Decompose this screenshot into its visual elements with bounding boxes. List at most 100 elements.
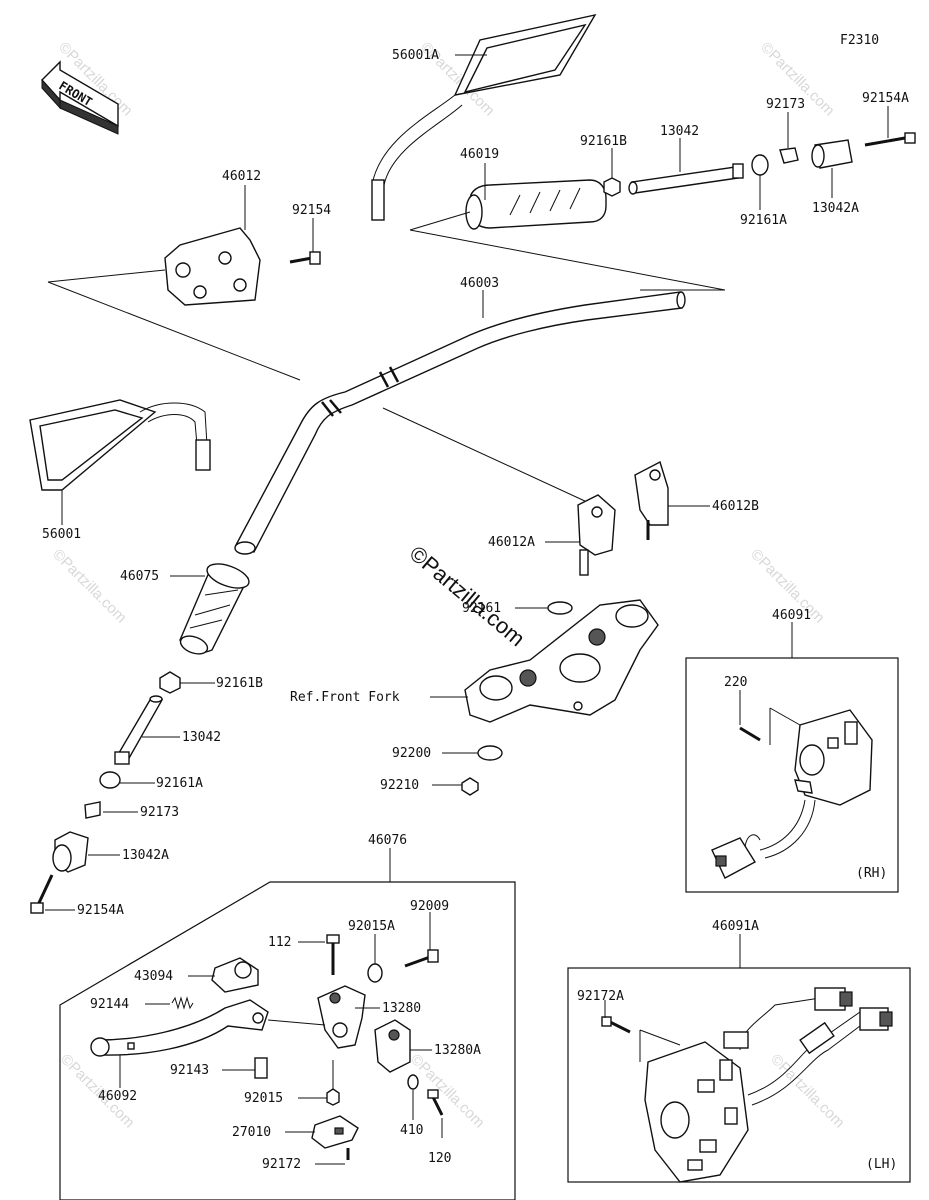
washer-410 [407,1074,419,1090]
clip-92173-top [779,147,799,164]
label-13042A-top: 13042A [812,201,859,216]
label-46012A: 46012A [488,535,535,550]
label-56001: 56001 [42,527,81,542]
label-46019: 46019 [460,147,499,162]
holder-13280 [317,985,366,1049]
handlebar [234,291,686,555]
label-92015: 92015 [244,1091,283,1106]
nut-92161B [159,671,181,694]
rh-switch-housing [794,709,873,806]
watermark-tile: ©Partzilla.com [49,546,130,627]
watermark-tile: ©Partzilla.com [407,1051,488,1132]
label-lh: (LH) [866,1157,897,1172]
label-92161A-top: 92161A [740,213,787,228]
mirror-left [29,399,211,491]
lh-connector-b [859,1007,893,1031]
damper-92161A-top [751,154,769,176]
screw-120 [427,1089,444,1116]
bar-end-weight-top [811,139,853,169]
label-46091A: 46091A [712,919,759,934]
label-46076: 46076 [368,833,407,848]
label-92161B-top: 92161B [580,134,627,149]
nut-92161B-top [603,177,621,197]
clamp-13280A [374,1019,411,1073]
holder-46012B [634,460,669,540]
label-27010: 27010 [232,1125,271,1140]
bar-end-weight-left [52,831,89,873]
clutch-lever [90,999,326,1057]
label-92161: 92161 [462,601,501,616]
holder-46012A [577,494,616,576]
label-92143: 92143 [170,1063,209,1078]
collar-92143 [254,1057,268,1079]
label-92173: 92173 [140,805,179,820]
label-13042-top: 13042 [660,124,699,139]
label-13042: 13042 [182,730,221,745]
label-92154A: 92154A [77,903,124,918]
bolt-112 [326,934,340,975]
label-92210: 92210 [380,778,419,793]
label-92200: 92200 [392,746,431,761]
label-92144: 92144 [90,997,129,1012]
weight-shaft-top [628,163,744,195]
label-46091: 46091 [772,608,811,623]
label-92015A: 92015A [348,919,395,934]
label-92173-top: 92173 [766,97,805,112]
clutch-switch-27010 [311,1115,359,1149]
label-46075: 46075 [120,569,159,584]
lh-switch-box [567,967,911,1183]
label-13042A: 13042A [122,848,169,863]
label-46012B: 46012B [712,499,759,514]
upper-triple-clamp [464,599,659,723]
label-92172: 92172 [262,1157,301,1172]
label-92009: 92009 [410,899,449,914]
screw-220 [739,726,761,742]
front-arrow-icon: FRONT [41,60,119,135]
rh-connector [711,837,756,879]
label-410: 410 [400,1123,423,1138]
clutch-lever-box [59,881,516,1200]
label-ref-front-fork: Ref.Front Fork [290,690,400,705]
label-46092: 46092 [98,1089,137,1104]
adjuster-43094 [211,957,259,993]
clamp-46012 [164,227,261,306]
nut-92210 [461,777,479,796]
label-46003: 46003 [460,276,499,291]
lh-switch-housing [644,1041,749,1183]
label-120: 120 [428,1151,451,1166]
weight-shaft-left [114,695,164,765]
lh-harness-sleeve [799,1021,835,1055]
damper-92161A [99,771,121,789]
bolt-92154 [289,251,321,265]
label-92172A: 92172A [577,989,624,1004]
clip-92173 [84,801,101,819]
mirror-right [371,13,597,221]
nut-92015 [326,1088,340,1106]
label-rh: (RH) [856,866,887,881]
spring-92144 [171,996,194,1010]
label-46012: 46012 [222,169,261,184]
screw-92172A [601,1016,631,1034]
screw-92009 [404,949,439,968]
label-56001A: 56001A [392,48,439,63]
label-13280: 13280 [382,1001,421,1016]
label-43094: 43094 [134,969,173,984]
washer-92161 [547,601,573,615]
grip-left [179,563,250,655]
washer-92015A [367,963,383,983]
watermark-main: ©Partzilla.com [405,541,530,652]
washer-92200 [477,745,503,761]
label-92161A: 92161A [156,776,203,791]
label-112: 112 [268,935,291,950]
bolt-92154A [30,874,54,914]
bolt-92154A-top [864,132,916,147]
grip-right [465,179,607,230]
lh-connector-a [814,987,853,1011]
label-220: 220 [724,675,747,690]
label-13280A: 13280A [434,1043,481,1058]
lh-connector-c [723,1031,749,1049]
label-92154A-top: 92154A [862,91,909,106]
figure-code: F2310 [840,33,879,48]
label-92154: 92154 [292,203,331,218]
